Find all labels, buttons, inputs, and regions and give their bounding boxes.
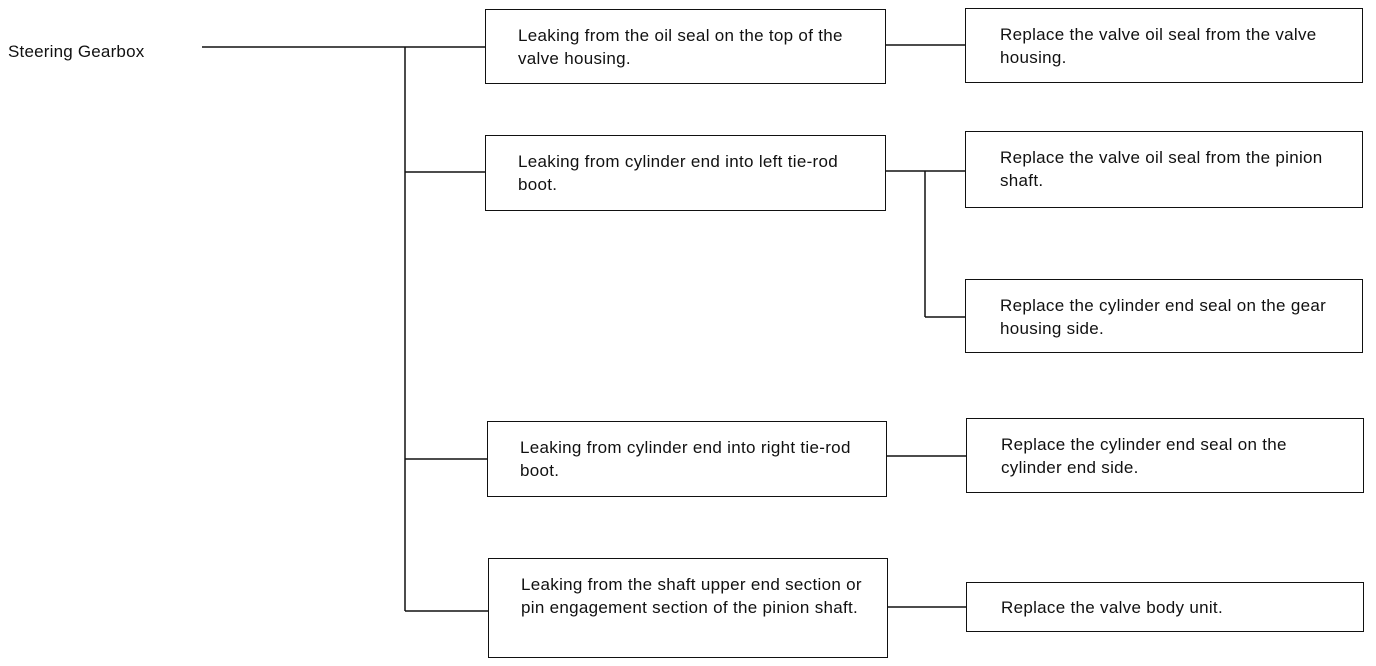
symptom-box-4: Leaking from the shaft upper end section…	[488, 558, 888, 658]
action-box-3: Replace the cylinder end seal on the cyl…	[966, 418, 1364, 493]
action-box-2a: Replace the valve oil seal from the pini…	[965, 131, 1363, 208]
symptom-box-2: Leaking from cylinder end into left tie-…	[485, 135, 886, 211]
symptom-box-3: Leaking from cylinder end into right tie…	[487, 421, 887, 497]
action-box-4: Replace the valve body unit.	[966, 582, 1364, 632]
root-node-label: Steering Gearbox	[8, 42, 145, 61]
action-box-1: Replace the valve oil seal from the valv…	[965, 8, 1363, 83]
symptom-box-1: Leaking from the oil seal on the top of …	[485, 9, 886, 84]
action-box-2b: Replace the cylinder end seal on the gea…	[965, 279, 1363, 353]
